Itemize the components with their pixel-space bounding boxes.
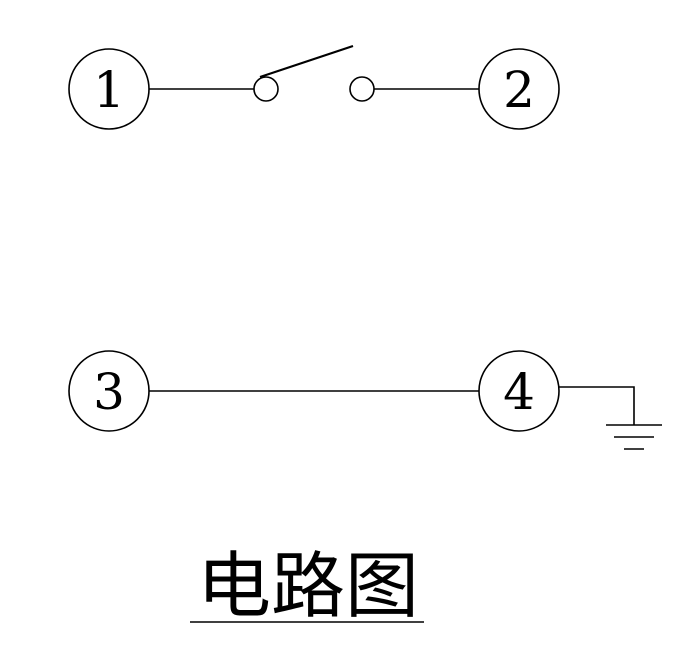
caption-text: 电路图 [197,544,419,628]
terminal-1: 1 [68,48,150,130]
caption: 电路图 [190,544,424,628]
switch-left-contact [253,76,279,102]
ground-wire [559,386,635,425]
terminal-1-label: 1 [93,61,125,119]
switch-icon [253,44,375,102]
terminal-4: 4 [478,350,560,432]
switch-right-contact [349,76,375,102]
terminal-2-label: 2 [503,61,535,119]
ground-icon [559,386,662,450]
terminal-2: 2 [478,48,560,130]
switch-lever [259,44,354,79]
terminal-4-label: 4 [503,363,535,421]
terminal-3-label: 3 [93,363,125,421]
terminal-3: 3 [68,350,150,432]
